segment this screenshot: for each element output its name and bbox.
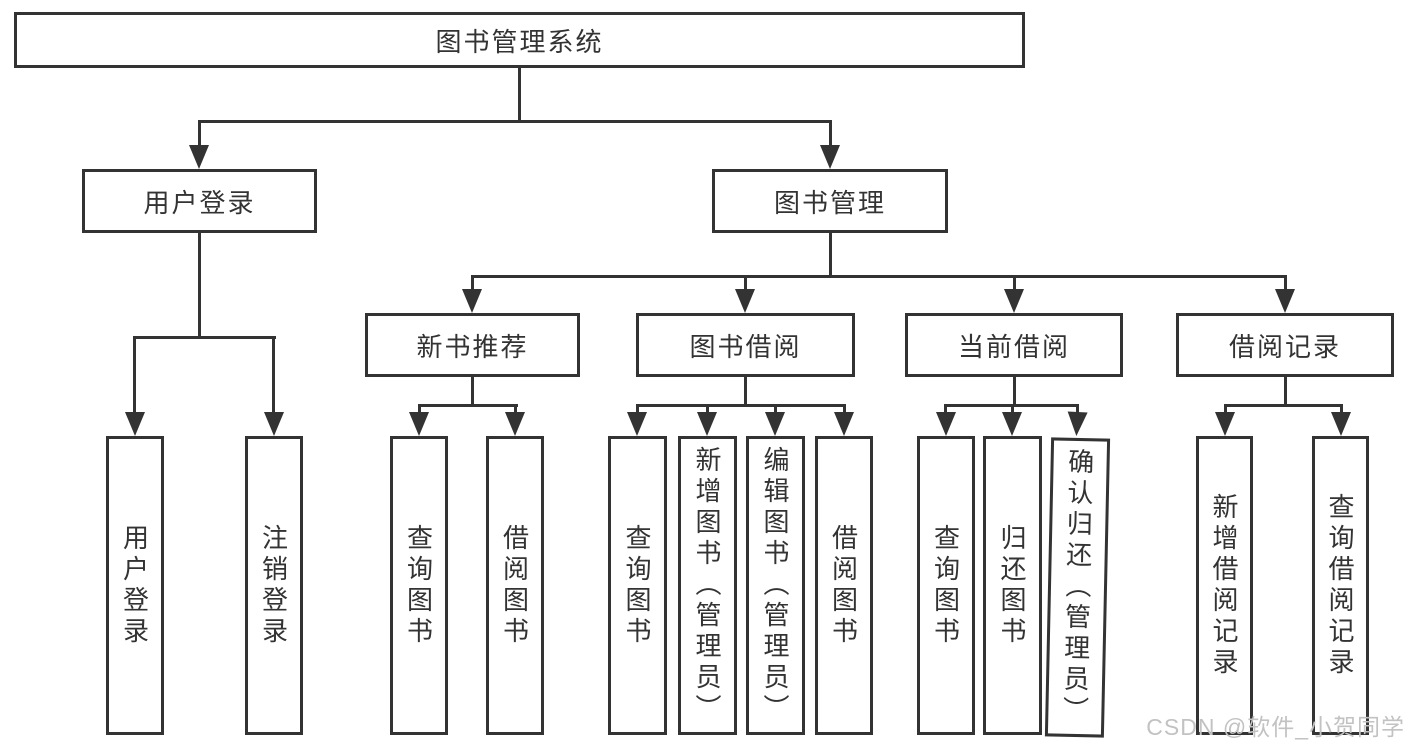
leaf-edit-books-admin: 编辑图书（管理员） — [746, 436, 805, 735]
node-book-management-label: 图书管理 — [773, 187, 886, 218]
arrowhead-addrec-icon — [1215, 412, 1235, 436]
node-new-book-recommend: 新书推荐 — [365, 313, 580, 377]
node-user-login: 用户登录 — [82, 169, 317, 233]
arrowhead-b2-icon — [834, 412, 854, 436]
connector-userlogin-hline — [133, 336, 276, 339]
connector-arrowline-qrec — [1340, 404, 1343, 414]
leaf-add-books-admin-label: 新增图书（管理员） — [692, 446, 722, 725]
arrowhead-return-icon — [1002, 412, 1022, 436]
connector-l3-hline — [471, 275, 1287, 278]
connector-arrowline-edit — [774, 404, 777, 414]
connector-arrowline-newbook — [471, 275, 474, 291]
arrowhead-confirm-icon — [1066, 411, 1088, 437]
leaf-borrow-books-2-label: 借阅图书 — [828, 523, 859, 648]
arrowhead-qrec-icon — [1331, 412, 1351, 436]
arrowhead-leaf-userlogin-icon — [125, 412, 145, 436]
node-borrow-record-label: 借阅记录 — [1228, 331, 1341, 362]
connector-root-stub — [518, 68, 521, 122]
node-new-book-recommend-label: 新书推荐 — [416, 331, 529, 362]
leaf-query-books-2: 查询图书 — [608, 436, 667, 735]
connector-arrowline-q1 — [418, 404, 421, 414]
leaf-logout-label: 注销登录 — [258, 523, 289, 648]
connector-arrowline-q2 — [636, 404, 639, 414]
leaf-user-login-label: 用户登录 — [119, 523, 150, 648]
leaf-confirm-return-admin: 确认归还（管理员） — [1044, 437, 1111, 738]
leaf-return-books: 归还图书 — [983, 436, 1042, 735]
leaf-add-borrow-record: 新增借阅记录 — [1196, 436, 1253, 735]
connector-arrowline-leaf-userlogin — [133, 336, 136, 414]
node-borrow-record: 借阅记录 — [1176, 313, 1394, 377]
leaf-query-books-3-label: 查询图书 — [930, 523, 961, 648]
arrowhead-leaf-logout-icon — [264, 412, 284, 436]
leaf-borrow-books-2: 借阅图书 — [815, 436, 873, 735]
connector-arrowline-book-mgmt — [829, 120, 832, 148]
connector-arrowline-add — [706, 404, 709, 414]
arrowhead-user-login-icon — [189, 145, 209, 169]
leaf-query-books-1-label: 查询图书 — [403, 523, 434, 648]
connector-arrowline-borrowrecord — [1284, 275, 1287, 291]
node-root: 图书管理系统 — [14, 12, 1025, 68]
arrowhead-q2-icon — [627, 412, 647, 436]
leaf-query-books-3: 查询图书 — [917, 436, 975, 735]
connector-newbook-hline — [418, 404, 518, 407]
leaf-add-books-admin: 新增图书（管理员） — [678, 436, 737, 735]
arrowhead-edit-icon — [765, 412, 785, 436]
csdn-watermark: CSDN @软件_小贺同学 — [1146, 714, 1405, 740]
connector-bookmgmt-stub — [829, 233, 832, 277]
connector-arrowline-addrec — [1224, 404, 1227, 414]
connector-arrowline-q3 — [944, 404, 947, 414]
connector-borrowrecord-hline — [1224, 404, 1343, 407]
arrowhead-q1-icon — [409, 412, 429, 436]
connector-bookborrow-hline — [636, 404, 846, 407]
connector-arrowline-return — [1011, 404, 1014, 414]
arrowhead-book-mgmt-icon — [820, 145, 840, 169]
connector-arrowline-b1 — [514, 404, 517, 414]
node-root-label: 图书管理系统 — [435, 26, 604, 57]
arrowhead-borrowrecord-icon — [1275, 289, 1295, 313]
connector-arrowline-leaf-logout — [272, 336, 275, 414]
connector-borrowrecord-stub — [1284, 377, 1287, 407]
leaf-query-books-2-label: 查询图书 — [622, 523, 652, 648]
leaf-query-borrow-record-label: 查询借阅记录 — [1325, 492, 1355, 679]
leaf-user-login: 用户登录 — [106, 436, 164, 735]
leaf-confirm-return-admin-label: 确认归还（管理员） — [1059, 447, 1095, 728]
arrowhead-b1-icon — [505, 412, 525, 436]
connector-arrowline-currentborrow — [1013, 275, 1016, 291]
leaf-add-borrow-record-label: 新增借阅记录 — [1209, 492, 1239, 679]
node-book-management: 图书管理 — [712, 169, 948, 233]
node-book-borrow-label: 图书借阅 — [689, 331, 802, 362]
connector-currentborrow-stub — [1013, 377, 1016, 407]
arrowhead-currentborrow-icon — [1004, 289, 1024, 313]
leaf-query-books-1: 查询图书 — [390, 436, 448, 735]
node-current-borrow-label: 当前借阅 — [957, 331, 1070, 362]
arrowhead-add-icon — [697, 412, 717, 436]
connector-arrowline-bookborrow — [744, 275, 747, 291]
leaf-borrow-books-1: 借阅图书 — [486, 436, 544, 735]
leaf-edit-books-admin-label: 编辑图书（管理员） — [760, 446, 790, 725]
connector-userlogin-stub — [198, 233, 201, 338]
leaf-borrow-books-1-label: 借阅图书 — [499, 523, 530, 648]
connector-l2-hline — [198, 120, 832, 123]
node-book-borrow: 图书借阅 — [636, 313, 855, 377]
leaf-logout: 注销登录 — [245, 436, 303, 735]
connector-newbook-stub — [471, 377, 474, 407]
connector-arrowline-user-login — [198, 120, 201, 148]
node-user-login-label: 用户登录 — [143, 187, 256, 218]
connector-arrowline-confirm — [1076, 404, 1079, 414]
arrowhead-q3-icon — [936, 412, 956, 436]
node-current-borrow: 当前借阅 — [905, 313, 1123, 377]
arrowhead-newbook-icon — [462, 289, 482, 313]
connector-bookborrow-stub — [744, 377, 747, 407]
leaf-return-books-label: 归还图书 — [997, 523, 1027, 648]
leaf-query-borrow-record: 查询借阅记录 — [1312, 436, 1369, 735]
arrowhead-bookborrow-icon — [735, 289, 755, 313]
connector-arrowline-b2 — [843, 404, 846, 414]
